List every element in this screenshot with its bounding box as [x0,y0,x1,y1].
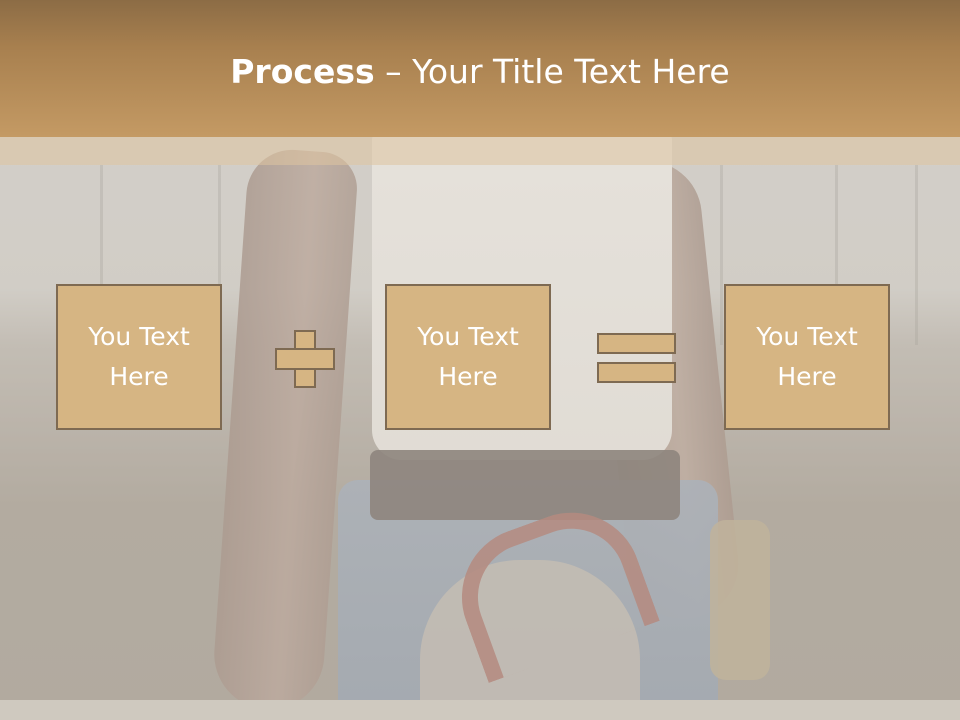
wall-plank-line [218,165,221,345]
wall-plank-line [915,165,918,345]
process-box-text: You Text Here [732,317,882,397]
equals-icon [597,333,676,354]
header-band [0,0,960,137]
equals-icon-bar [597,362,676,383]
plus-icon-center [296,350,314,368]
wall-plank-line [100,165,103,345]
process-box-line-1: You Text [756,322,858,351]
belt [370,450,680,520]
process-box-line-1: You Text [88,322,190,351]
header-fade-strip [0,137,960,165]
tool-pouch [710,520,770,680]
process-box-line-2: Here [109,362,169,391]
floor [0,700,960,720]
process-box-line-2: Here [438,362,498,391]
process-box-line-1: You Text [417,322,519,351]
title-bold: Process [230,52,375,91]
process-box-text: You Text Here [393,317,543,397]
process-box-2[interactable]: You Text Here [385,284,551,430]
process-box-1[interactable]: You Text Here [56,284,222,430]
process-box-line-2: Here [777,362,837,391]
wall-plank-line [835,165,838,345]
power-tool [420,560,640,720]
process-box-3[interactable]: You Text Here [724,284,890,430]
title-rest: – Your Title Text Here [374,52,730,91]
process-box-text: You Text Here [64,317,214,397]
slide-title[interactable]: Process – Your Title Text Here [0,52,960,91]
wall-plank-line [720,165,723,345]
